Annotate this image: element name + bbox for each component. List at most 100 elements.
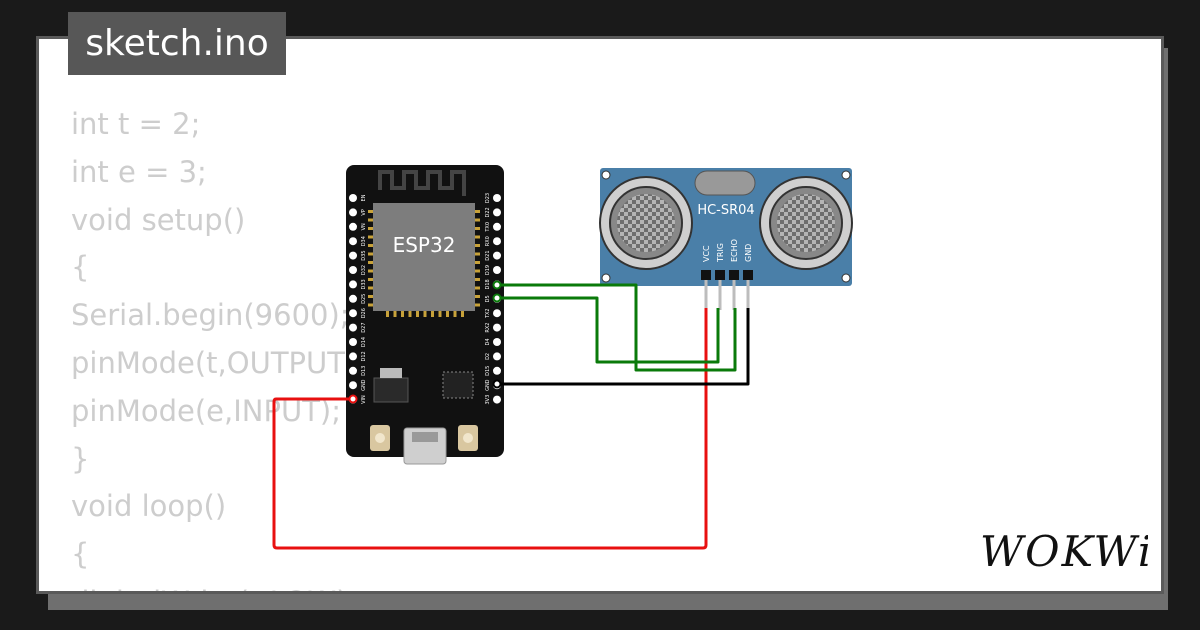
esp32-pin-vp[interactable] bbox=[349, 208, 357, 217]
esp32-board[interactable]: ESP32 ENVPVND34D35D32D33D25D26D27D14D12D… bbox=[346, 165, 504, 465]
sensor-pin-trig[interactable] bbox=[718, 280, 722, 310]
esp32-pin-label: D25 bbox=[361, 294, 367, 304]
voltage-regulator bbox=[373, 377, 409, 403]
esp32-pin-d33[interactable] bbox=[349, 280, 357, 289]
sensor-pin-label: VCC bbox=[702, 245, 711, 262]
usb-uart-chip bbox=[442, 371, 474, 399]
chip-pad bbox=[453, 311, 457, 317]
esp32-pin-rx0[interactable] bbox=[493, 237, 501, 246]
esp32-pin-label: D27 bbox=[361, 322, 367, 332]
esp32-pin-label: D34 bbox=[361, 236, 367, 246]
transducer-right bbox=[759, 176, 853, 270]
esp32-pin-label: D33 bbox=[361, 279, 367, 289]
sensor-pin-echo[interactable] bbox=[732, 280, 736, 310]
esp32-pin-label: D23 bbox=[485, 193, 491, 203]
esp32-pin-d23[interactable] bbox=[493, 194, 501, 202]
esp32-pin-label: 3V3 bbox=[485, 395, 491, 405]
chip-pad bbox=[386, 311, 389, 317]
esp32-pin-label: D5 bbox=[485, 295, 491, 302]
esp32-pin-d26[interactable] bbox=[349, 309, 357, 318]
esp32-chip-label: ESP32 bbox=[393, 233, 456, 257]
wire-trig[interactable] bbox=[497, 296, 720, 364]
esp32-pin-d22[interactable] bbox=[493, 208, 501, 217]
file-tab-label: sketch.ino bbox=[85, 23, 269, 64]
transducer-left bbox=[599, 176, 693, 270]
code-listing: int t = 2; int e = 3; void setup() { Serial.… bbox=[71, 101, 367, 591]
code-line: void loop() bbox=[71, 489, 227, 524]
wire-echo[interactable] bbox=[497, 283, 737, 372]
esp32-pin-label: D4 bbox=[485, 338, 491, 345]
wires bbox=[272, 283, 750, 550]
antenna-trace bbox=[378, 170, 466, 196]
chip-pad bbox=[416, 311, 419, 317]
code-line: int t = 2; bbox=[71, 107, 201, 141]
esp32-pin-label: EN bbox=[361, 194, 367, 201]
esp32-pin-label: D32 bbox=[361, 265, 367, 275]
chip-pad bbox=[401, 311, 404, 317]
esp32-pin-d14[interactable] bbox=[349, 338, 357, 346]
esp32-pin-en[interactable] bbox=[349, 194, 357, 202]
file-tab[interactable]: sketch.ino bbox=[68, 12, 286, 75]
code-line: int e = 3; bbox=[71, 154, 207, 189]
sensor-pin-vcc[interactable] bbox=[704, 280, 708, 310]
esp32-pin-label: GND bbox=[485, 379, 491, 391]
sensor-pin-header bbox=[743, 270, 753, 280]
esp32-pin-label: D13 bbox=[361, 366, 367, 376]
code-line: { bbox=[71, 537, 90, 572]
esp32-pin-d2[interactable] bbox=[493, 352, 501, 361]
code-line: pinMode(t,OUTPUT); bbox=[71, 345, 367, 380]
code-line: { bbox=[71, 250, 90, 285]
esp32-pin-d21[interactable] bbox=[493, 251, 501, 260]
esp32-pin-d19[interactable] bbox=[493, 266, 501, 274]
esp32-pin-label: VIN bbox=[361, 395, 367, 404]
esp32-pin-d35[interactable] bbox=[349, 251, 357, 260]
esp32-pin-label: D35 bbox=[361, 250, 367, 260]
preview-panel: int t = 2; int e = 3; void setup() { Serial.… bbox=[36, 36, 1164, 594]
wokwi-logo-text: WOKWi bbox=[980, 527, 1148, 576]
esp32-pin-label: D15 bbox=[485, 366, 491, 376]
esp32-pin-tx0[interactable] bbox=[493, 222, 501, 231]
esp32-pin-label: D2 bbox=[485, 353, 491, 360]
chip-pad bbox=[408, 311, 412, 317]
esp32-pin-label: TX2 bbox=[485, 308, 491, 319]
sensor-pin-label: TRIG bbox=[716, 243, 725, 263]
esp32-pin-d13[interactable] bbox=[349, 366, 357, 375]
chip-pad bbox=[446, 311, 449, 317]
esp32-pin-d34[interactable] bbox=[349, 237, 357, 246]
esp32-pin-d15[interactable] bbox=[493, 366, 501, 375]
hc-sr04-sensor[interactable]: HC-SR04 VCC TRIG ECHO GND bbox=[599, 168, 853, 310]
code-line: digitalWrite(t,LOW); bbox=[71, 579, 366, 591]
esp32-pin-gnd[interactable] bbox=[349, 381, 357, 390]
sensor-pin-header bbox=[729, 270, 739, 280]
sensor-pin-gnd[interactable] bbox=[746, 280, 750, 310]
esp32-pin-label: D14 bbox=[361, 337, 367, 347]
sensor-pin-label: GND bbox=[744, 244, 753, 262]
esp32-pin-vn[interactable] bbox=[349, 222, 357, 231]
esp32-pin-label: D12 bbox=[361, 351, 367, 361]
esp32-pin-3v3[interactable] bbox=[493, 395, 501, 404]
esp32-pin-label: VP bbox=[361, 209, 367, 215]
esp32-pin-tx2[interactable] bbox=[493, 309, 501, 318]
esp32-pin-d32[interactable] bbox=[349, 266, 357, 274]
sensor-label: HC-SR04 bbox=[697, 203, 754, 218]
wire-gnd[interactable] bbox=[497, 308, 750, 386]
esp32-pin-d12[interactable] bbox=[349, 352, 357, 361]
esp32-pin-d4[interactable] bbox=[493, 338, 501, 346]
esp32-pin-label: GND bbox=[361, 379, 367, 391]
sensor-pin-label: ECHO bbox=[730, 239, 739, 262]
wire-vcc[interactable] bbox=[272, 308, 708, 550]
esp32-pin-rx2[interactable] bbox=[493, 323, 501, 332]
sensor-pin-header bbox=[701, 270, 711, 280]
esp32-pin-label: TX0 bbox=[485, 222, 491, 233]
chip-pad bbox=[461, 311, 464, 317]
esp32-pin-label: D21 bbox=[485, 250, 491, 260]
esp32-pin-d27[interactable] bbox=[349, 323, 357, 332]
code-line: void setup() bbox=[71, 202, 246, 237]
code-line: Serial.begin(9600); bbox=[71, 298, 350, 333]
esp32-pin-label: RX0 bbox=[485, 236, 491, 246]
esp32-pin-label: RX2 bbox=[485, 323, 491, 333]
esp32-pin-d25[interactable] bbox=[349, 294, 357, 303]
esp32-pin-label: D18 bbox=[485, 279, 491, 289]
esp32-pin-label: D19 bbox=[485, 265, 491, 275]
